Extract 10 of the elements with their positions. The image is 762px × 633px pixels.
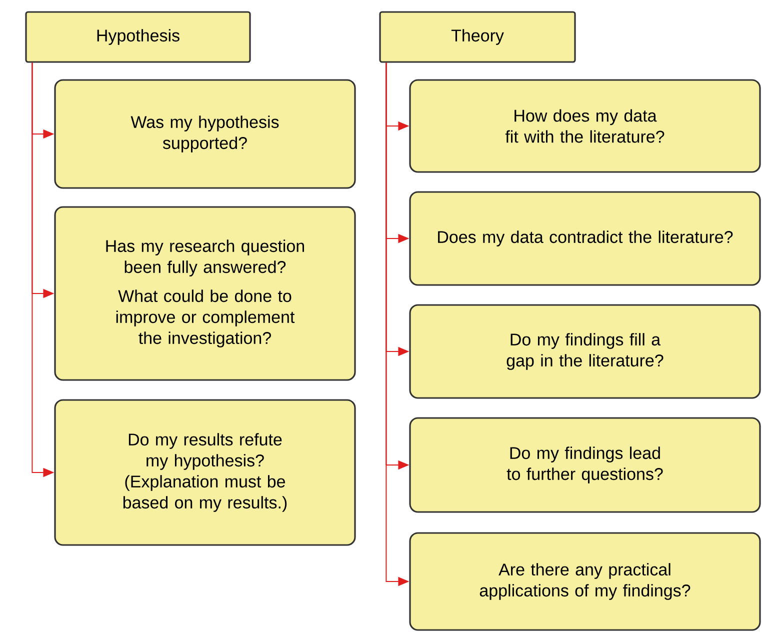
question-box: How does my data fit with the literature? — [409, 79, 761, 173]
question-box: Does my data contradict the literature? — [409, 191, 761, 286]
question-box: Has my research question been fully answered? What could be done to improve or complement the investigation? — [54, 206, 356, 381]
question-box: Was my hypothesis supported? — [54, 79, 356, 189]
question-box: Do my results refute my hypothesis? (Explanation must be based on my results.) — [54, 399, 356, 546]
question-box: Do my findings lead to further questions? — [409, 417, 761, 513]
question-box: Are there any practical applications of my findings? — [409, 532, 761, 631]
header-box: Hypothesis — [25, 11, 251, 63]
question-box: Do my findings fill a gap in the literature? — [409, 304, 761, 399]
header-box: Theory — [379, 11, 576, 63]
